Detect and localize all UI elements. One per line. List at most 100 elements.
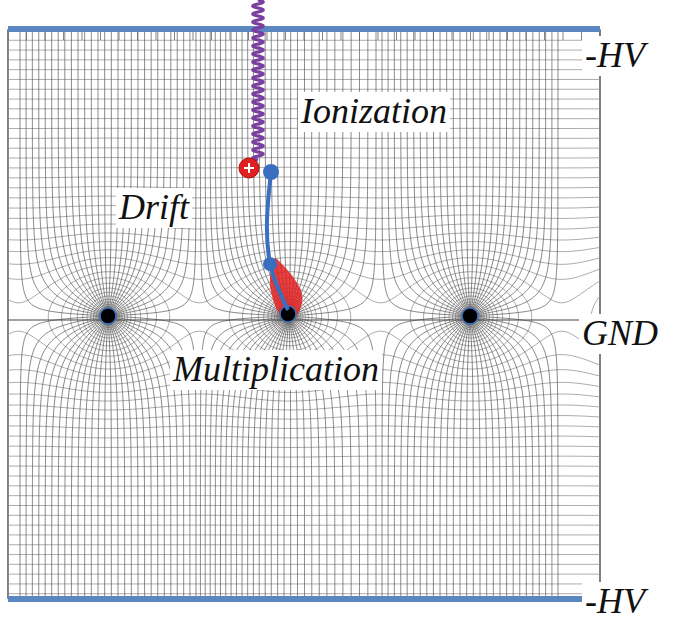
field-line (105, 320, 108, 598)
field-line (473, 30, 520, 313)
field-line (474, 318, 533, 598)
tick-mark (211, 32, 212, 40)
field-line (447, 320, 469, 598)
tick-mark (359, 32, 360, 40)
tick-mark (526, 32, 527, 40)
field-line (291, 30, 335, 314)
field-line (110, 320, 132, 598)
field-line (460, 30, 469, 312)
tick-mark (8, 32, 9, 40)
field-line (109, 30, 125, 312)
ion (239, 158, 259, 178)
tick-mark (378, 32, 379, 40)
tick-mark (433, 32, 434, 40)
tick-mark (285, 32, 286, 40)
field-line (467, 30, 470, 312)
field-line (291, 30, 320, 313)
tick-mark (230, 32, 231, 40)
tick-mark (174, 32, 175, 40)
field-line (58, 319, 105, 598)
field-line (420, 319, 467, 598)
field-line (110, 320, 138, 598)
tick-mark (156, 32, 157, 40)
field-label: -HV (582, 582, 648, 622)
field-map (8, 30, 600, 598)
field-label: -HV (582, 36, 648, 76)
field-line (112, 30, 196, 316)
photon-track (253, 0, 264, 160)
field-line (292, 30, 351, 314)
tick-mark (248, 32, 249, 40)
tick-mark (544, 32, 545, 40)
field-line (407, 30, 466, 314)
tick-mark (563, 32, 564, 40)
tick-mark (267, 32, 268, 40)
field-line (71, 30, 105, 313)
field-line (110, 30, 132, 312)
field-line (292, 30, 360, 315)
cathode-plane (8, 26, 600, 32)
field-label: Multiplication (170, 350, 382, 390)
field-line (453, 320, 469, 598)
field-line (467, 320, 470, 598)
tick-mark (396, 32, 397, 40)
field-line (52, 318, 105, 598)
anode-wire (100, 308, 116, 324)
field-line (20, 316, 104, 598)
field-line (290, 30, 311, 313)
field-line (447, 30, 469, 312)
tick-mark (119, 32, 120, 40)
field-line (472, 319, 506, 598)
field-line (291, 30, 327, 313)
tick-mark (63, 32, 64, 40)
field-line (45, 30, 104, 314)
electron (263, 257, 277, 271)
field-line (472, 30, 494, 312)
field-line (108, 320, 111, 598)
field-line (394, 30, 466, 315)
tick-mark (82, 32, 83, 40)
field-line (45, 318, 104, 598)
field-line (112, 30, 178, 314)
field-line (472, 320, 500, 598)
tick-mark (193, 32, 194, 40)
field-line (111, 30, 164, 314)
field-line (39, 318, 105, 598)
wire-plane (8, 319, 600, 320)
field-line (289, 30, 291, 312)
tick-mark (26, 32, 27, 40)
field-line (292, 30, 368, 315)
field-line (110, 319, 144, 598)
field-line (388, 317, 466, 598)
field-line (109, 320, 118, 598)
field-line (91, 320, 107, 598)
field-line (290, 30, 305, 312)
field-line (109, 30, 118, 312)
tick-mark (304, 32, 305, 40)
field-line (470, 30, 473, 312)
field-line (112, 318, 171, 598)
field-line (112, 30, 190, 315)
tick-mark (322, 32, 323, 40)
tick-mark (489, 32, 490, 40)
field-line (382, 316, 466, 598)
tick-mark (415, 32, 416, 40)
field-line (474, 30, 552, 315)
tick-mark (100, 32, 101, 40)
field-line (414, 318, 467, 598)
field-line (292, 30, 343, 314)
electron (263, 164, 279, 180)
field-line (471, 30, 480, 312)
field-line (460, 320, 469, 598)
tick-mark (45, 32, 46, 40)
field-line (108, 30, 111, 312)
field-line (474, 30, 546, 315)
field-line (32, 317, 104, 598)
field-line (433, 30, 467, 313)
field-line (470, 320, 473, 598)
field-line (105, 30, 108, 312)
field-label: Ionization (298, 92, 450, 132)
field-line (112, 30, 184, 315)
electron-drift-path (267, 172, 288, 310)
